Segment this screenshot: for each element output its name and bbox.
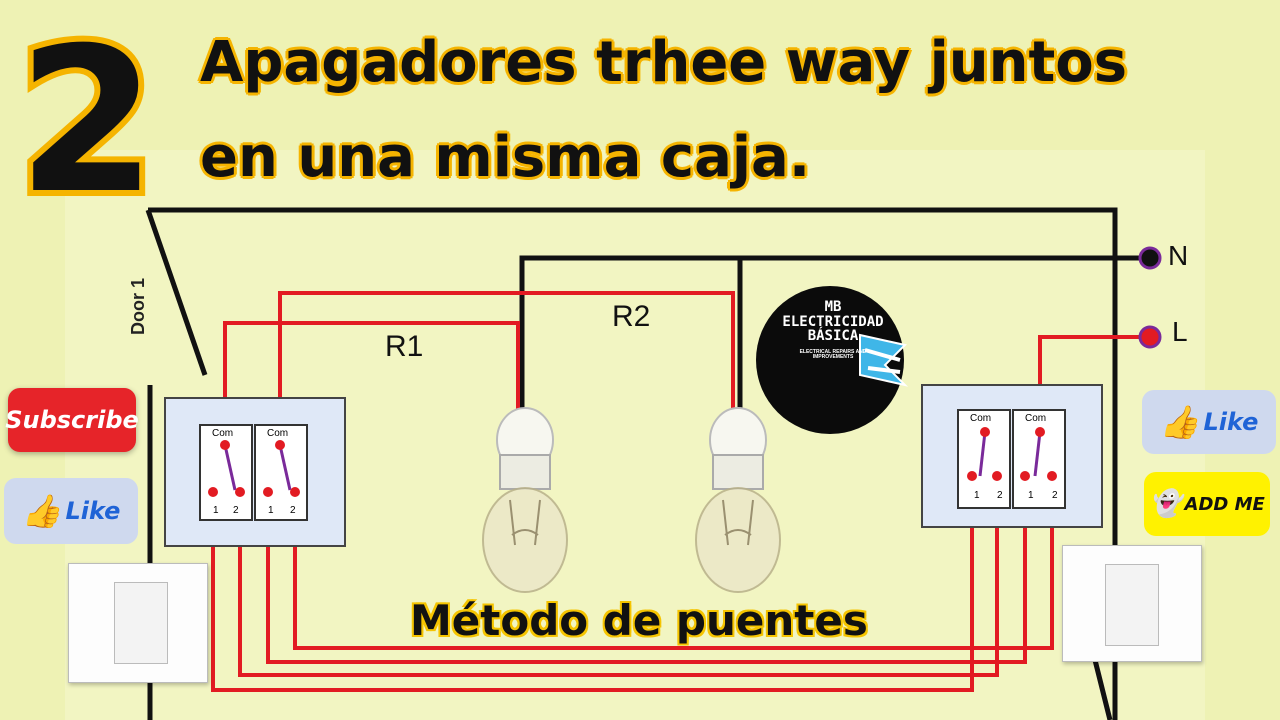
logo-line-2: ELECTRICIDAD	[782, 313, 884, 330]
right-t1-b: 1	[1028, 490, 1034, 501]
neutral-label: N	[1168, 240, 1189, 271]
right-wall-switch	[1062, 545, 1202, 662]
title-line-1: Apagadores trhee way juntos	[200, 30, 1128, 95]
door-label: Door 1	[128, 277, 148, 335]
left-t2-b: 2	[290, 505, 296, 516]
left-switch-b	[254, 424, 308, 521]
line-label: L	[1172, 316, 1188, 347]
right-switch-a	[957, 409, 1011, 509]
left-com-b: Com	[267, 428, 289, 439]
traveler-4	[293, 476, 1054, 650]
logo-tagline-1: ELECTRICAL REPAIRS AND	[799, 349, 867, 356]
left-switch-a	[199, 424, 253, 521]
logo-tagline-2: IMPROVEMENTS	[812, 354, 854, 361]
r1-label: R1	[385, 330, 424, 363]
logo-line-3: BÁSICA	[807, 328, 859, 345]
bulb-r2-icon	[695, 407, 781, 593]
left-t1-b: 1	[268, 505, 274, 516]
left-switch-terminals	[208, 440, 300, 497]
neutral-wire	[519, 255, 1150, 410]
thumbs-up-icon: 👍	[1159, 403, 1200, 441]
like-label-right: Like	[1203, 408, 1259, 436]
like-label-left: Like	[65, 497, 121, 525]
bulb-r1-icon	[482, 407, 568, 593]
like-button-right[interactable]: 👍 Like	[1142, 390, 1276, 454]
traveler-2	[238, 476, 999, 677]
door-swing-line	[145, 209, 208, 376]
traveler-1	[211, 476, 974, 692]
right-t2-b: 2	[1052, 490, 1058, 501]
left-wall-switch	[68, 563, 208, 683]
left-switch-b-lever	[278, 444, 292, 491]
lightning-plug-icon	[859, 333, 909, 387]
method-caption: Método de puentes	[410, 596, 868, 645]
right-switch-a-lever	[978, 431, 987, 477]
thumbs-up-icon: 👍	[21, 492, 62, 530]
line-terminal	[1138, 325, 1162, 349]
add-me-label: ADD ME	[1184, 493, 1265, 515]
number-badge: 2	[11, 22, 162, 207]
left-wall-switch-rocker	[114, 582, 168, 664]
logo-line-1: MB	[824, 299, 842, 315]
logo-text: MB ELECTRICIDAD BÁSICA ELECTRICAL REPAIR…	[758, 300, 908, 361]
right-switch-terminals	[967, 427, 1057, 481]
left-switch-a-lever	[223, 444, 237, 491]
right-t2-a: 2	[997, 490, 1003, 501]
title-line-2: en una misma caja.	[200, 125, 811, 190]
door-frame-right	[1092, 659, 1113, 720]
right-com-b: Com	[1025, 413, 1047, 424]
traveler-3	[266, 476, 1027, 664]
like-button-left[interactable]: 👍 Like	[4, 478, 138, 544]
right-wall-switch-rocker	[1105, 564, 1159, 646]
left-t1-a: 1	[213, 505, 219, 516]
neutral-terminal	[1138, 246, 1162, 270]
badge-number: 2	[17, 22, 156, 207]
right-com-a: Com	[970, 413, 992, 424]
right-switch-b	[1012, 409, 1066, 509]
left-t2-a: 2	[233, 505, 239, 516]
r1-feed	[223, 321, 520, 445]
right-switch-b-lever	[1033, 431, 1042, 477]
r2-label: R2	[612, 300, 651, 333]
subscribe-button[interactable]: Subscribe	[5, 388, 139, 452]
add-me-button[interactable]: 👻 ADD ME	[1144, 472, 1270, 536]
right-t1-a: 1	[974, 490, 980, 501]
snapchat-ghost-icon: 👻	[1149, 489, 1182, 519]
logo-circle	[756, 286, 904, 434]
left-com-a: Com	[212, 428, 234, 439]
r2-feed	[278, 291, 735, 490]
